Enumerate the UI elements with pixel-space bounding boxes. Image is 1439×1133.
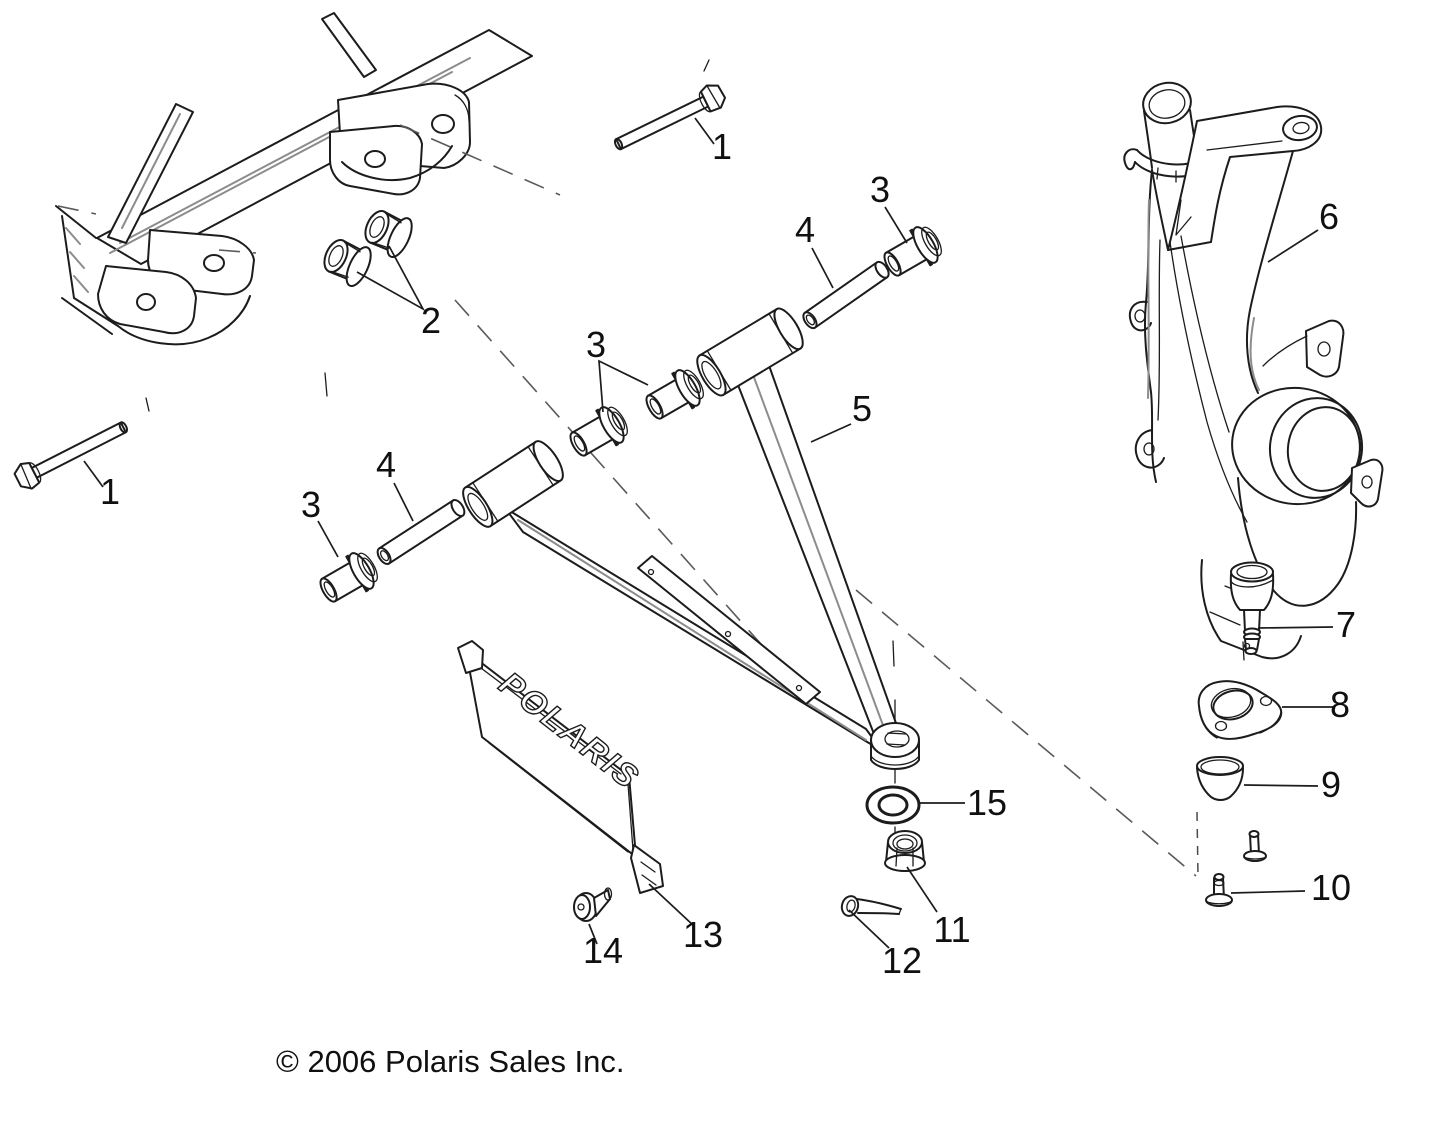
washer (865, 785, 921, 825)
callout-12: 12 (882, 940, 922, 981)
steering-knuckle (1123, 81, 1384, 661)
callout-11: 11 (933, 909, 970, 950)
callout-2: 2 (421, 300, 441, 341)
leader-7 (1257, 626, 1334, 629)
callout-3-left: 3 (301, 484, 321, 525)
cotter-pin (840, 895, 902, 917)
callout-9: 9 (1321, 764, 1341, 805)
a-arm-rear-sleeve (462, 440, 564, 528)
bushing-center-lower (569, 406, 628, 457)
callout-7: 7 (1336, 604, 1356, 645)
a-arm (462, 307, 920, 843)
pivot-bolt-top (613, 84, 727, 151)
screw-upper (1243, 830, 1267, 862)
callout-leaders (83, 117, 1334, 949)
leader-1-top (694, 117, 715, 145)
callout-14: 14 (583, 930, 623, 971)
leader-3-left (317, 520, 339, 558)
leader-1-left (83, 460, 104, 488)
a-arm-guard: POLARIS (457, 640, 664, 894)
leader-4-left (393, 482, 414, 522)
pivot-bolt-left (13, 421, 128, 490)
leader-6 (1267, 229, 1319, 263)
a-arm-front-sleeve (696, 307, 804, 397)
callout-1-top: 1 (712, 126, 732, 167)
callout-6: 6 (1319, 196, 1339, 237)
leader-10 (1230, 890, 1306, 894)
callout-5: 5 (852, 388, 872, 429)
bushing-left (319, 552, 378, 603)
callout-4-left: 4 (376, 444, 396, 485)
leader-12 (848, 909, 890, 949)
spacer-tube-upper (802, 260, 890, 330)
flange-nut-a (323, 239, 372, 287)
guard-screw (573, 887, 613, 922)
lock-nut (884, 830, 926, 872)
bushing-center-upper (645, 369, 704, 420)
leader-5 (810, 423, 852, 443)
leader-2 (356, 245, 426, 312)
leader-13 (648, 883, 695, 927)
leader-9 (1243, 784, 1319, 787)
callout-15: 15 (967, 782, 1007, 823)
callout-4-top: 4 (795, 209, 815, 250)
frame-front-bracket (97, 229, 255, 346)
leader-11 (906, 866, 938, 913)
bushing-upper-right (883, 226, 942, 277)
dust-cap (1196, 756, 1244, 801)
frame-rear-bracket (329, 82, 471, 196)
copyright-text: © 2006 Polaris Sales Inc. (276, 1044, 625, 1079)
frame-weldment (55, 12, 533, 346)
spacer-tube-left (376, 499, 466, 565)
screw-lower (1205, 873, 1233, 907)
callout-10: 10 (1311, 867, 1351, 908)
leader-4-top (811, 247, 834, 289)
callout-8: 8 (1330, 684, 1350, 725)
callout-3-mid: 3 (586, 324, 606, 365)
assembly-axis-lines (57, 59, 1199, 877)
callout-labels: 1 1 2 3 3 3 4 4 5 6 7 8 9 10 11 12 13 14… (100, 126, 1356, 981)
callout-3-ur: 3 (870, 169, 890, 210)
leader-3-center (598, 359, 649, 413)
leader-14 (588, 923, 598, 945)
ball-joint (1229, 561, 1275, 655)
leader-3-upper-right (884, 206, 908, 244)
gasket (1197, 680, 1283, 740)
callout-1-left: 1 (100, 471, 120, 512)
flange-nut-b (364, 210, 413, 258)
a-arm-ball-joint-boss (870, 722, 920, 770)
callout-13: 13 (683, 914, 723, 955)
